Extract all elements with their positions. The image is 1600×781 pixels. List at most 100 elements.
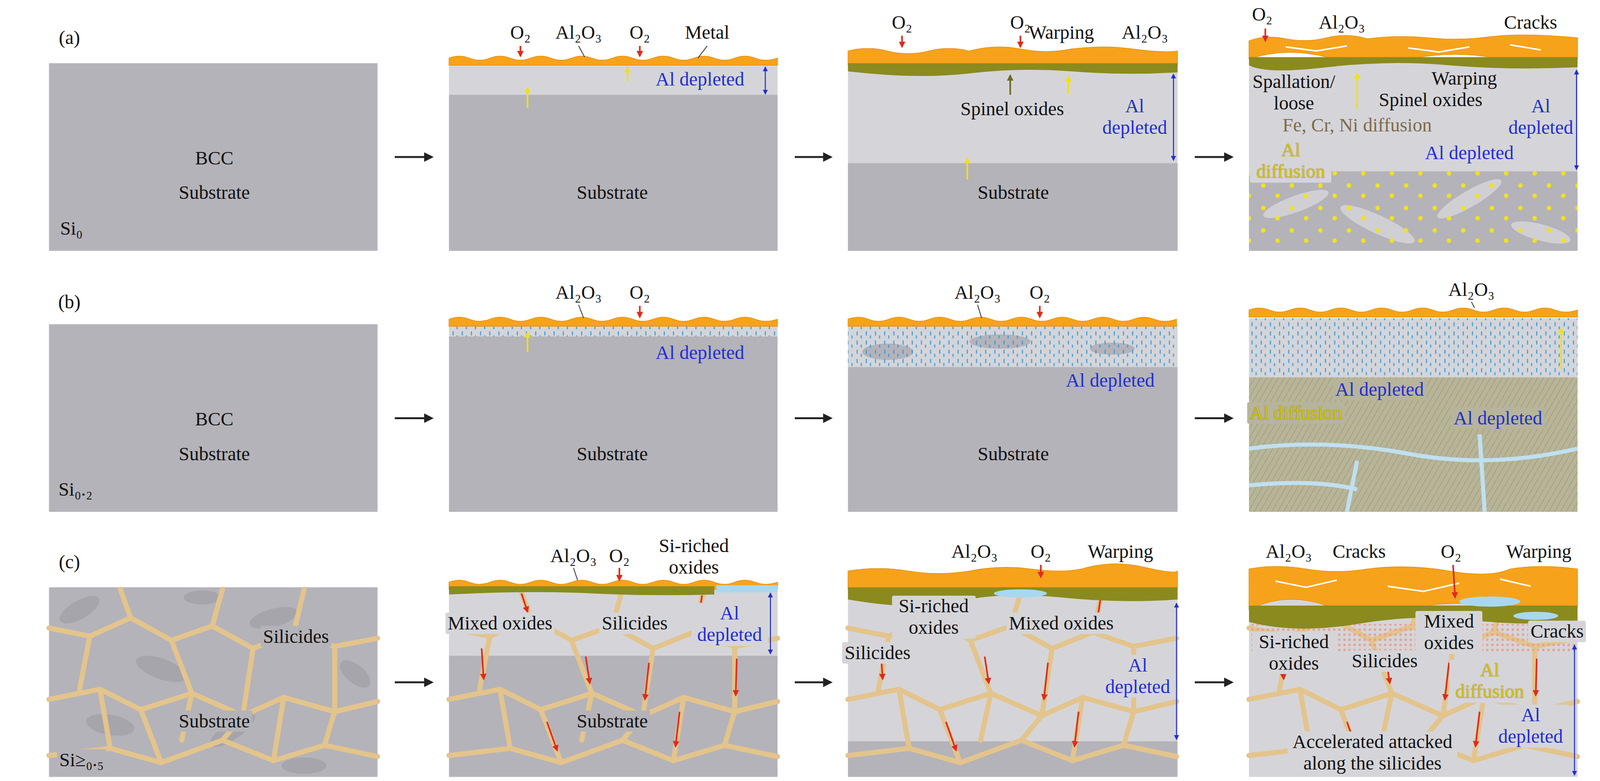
panel-b2-art-part — [638, 306, 641, 318]
panel-a4-art-part — [1249, 171, 1578, 251]
panel-a4-art-part — [1576, 70, 1578, 170]
panel-a4-art-part — [1249, 171, 1578, 251]
annotation-label: Substrate — [176, 443, 253, 465]
annotation-label: Cracks — [1528, 620, 1587, 643]
step-arrow — [1194, 417, 1232, 420]
annotation-label: O₂ — [627, 21, 653, 44]
panel-a2-art-part — [526, 87, 529, 109]
panel-a3-art-part — [1019, 35, 1021, 47]
panel-c1-art — [48, 587, 378, 778]
panel-c4-art-part — [1459, 596, 1521, 607]
annotation-label: Mixed oxides — [1006, 612, 1117, 635]
annotation-label: Al depleted — [1502, 96, 1579, 140]
panel-b4-art-part — [1249, 377, 1578, 513]
panel-letter: (b) — [55, 291, 84, 313]
annotation-label: Al₂O₃ — [1446, 279, 1498, 301]
panel-a2-art-part — [449, 94, 778, 251]
panel-b3-art-part — [847, 317, 1177, 327]
stage-panel: O₂O₂WarpingAl₂O₃Spinel oxidesAl depleted… — [847, 63, 1178, 252]
annotation-label: Warping — [1429, 67, 1500, 90]
panel-b3-art-part — [847, 324, 1178, 368]
panel-c3-art-part — [847, 587, 1178, 742]
annotation-label: Al depleted — [1096, 96, 1173, 140]
panel-c4-art-part — [1249, 587, 1578, 778]
panel-b3-art — [847, 305, 1178, 513]
panel-a2-art — [449, 45, 778, 252]
panel-a2-art-part — [698, 45, 708, 59]
annotation-label: Substrate — [176, 710, 253, 733]
annotation-label: O₂ — [1438, 541, 1464, 563]
panel-c2-art-part — [573, 568, 578, 581]
annotation-label: Silicides — [260, 625, 332, 648]
panel-b3-art-part — [847, 367, 1178, 513]
panel-b3-art-part — [977, 305, 982, 319]
panel-c1-art-part — [48, 587, 378, 778]
annotation-label: Substrate — [975, 443, 1052, 465]
annotation-label: Al diffusion — [1449, 660, 1531, 704]
panel-c3-art-part — [880, 593, 1136, 751]
annotation-label: Silicides — [599, 612, 670, 635]
annotation-label: Al₂O₃ — [553, 282, 605, 304]
panel-a1-art-part — [48, 63, 378, 252]
annotation-label: Al depleted — [691, 602, 768, 647]
panel-b1-art — [48, 324, 378, 513]
annotation-label: Cracks — [1501, 11, 1560, 34]
panel-a2-art-part — [449, 63, 778, 252]
panel-a2-art-part — [626, 67, 629, 82]
annotation-label: Metal — [682, 21, 732, 44]
step-arrow — [794, 417, 831, 420]
annotation-label: Mixed oxides — [1415, 611, 1483, 655]
annotation-label: Si≥₀.₅ — [56, 749, 107, 771]
panel-c1-art-part — [48, 589, 378, 764]
panel-a4-art — [1249, 28, 1578, 252]
panel-a3-art-part — [1067, 76, 1070, 94]
annotation-label: Fe, Cr, Ni diffusion — [1280, 114, 1435, 137]
panel-c3-art-part — [1040, 565, 1042, 578]
annotation-label: Al diffusion — [1247, 402, 1345, 425]
stage-panel: Al₂O₃O₂Al depletedSubstrate — [847, 324, 1178, 513]
panel-c4-art-part — [1513, 612, 1559, 621]
panel-letter: (a) — [56, 27, 83, 49]
annotation-label: Al depleted — [1063, 370, 1158, 392]
panel-a2-art-part — [449, 55, 778, 66]
annotation-label: O₂ — [507, 21, 534, 44]
annotation-label: Al₂O₃ — [948, 541, 1000, 563]
panel-a2-art-part — [764, 67, 766, 94]
panel-b2-art-part — [578, 305, 584, 319]
panel-c2-art — [449, 568, 778, 778]
panel-a3-art-part — [966, 158, 968, 180]
stage-panel: BCCSubstrateSi₀ — [48, 63, 378, 252]
panel-b3-art-part — [1039, 306, 1041, 318]
annotation-label: Spinel oxides — [1376, 89, 1485, 111]
annotation-label: Si₀.₂ — [55, 479, 95, 501]
annotation-label: Si-riched oxides — [891, 595, 976, 639]
panel-a3-art-part — [847, 46, 1178, 66]
annotation-label: Substrate — [574, 182, 651, 204]
panel-b4-art-part — [1560, 328, 1562, 370]
annotation-label: Substrate — [176, 182, 253, 204]
annotation-label: Al₂O₃ — [1316, 11, 1368, 34]
step-arrow — [794, 156, 831, 159]
panel-c3-art — [847, 564, 1178, 778]
annotation-label: Al depleted — [1492, 705, 1569, 749]
panel-b3-art-part — [847, 324, 1178, 368]
annotation-label: Warping — [1026, 21, 1097, 44]
panel-b1-art-part — [48, 324, 378, 513]
annotation-label: Al diffusion — [1249, 139, 1332, 183]
panel-a1-art — [48, 63, 378, 252]
panel-c4-art — [1249, 565, 1578, 778]
panel-b2-art-part — [449, 317, 778, 327]
annotation-label: Silicides — [842, 642, 913, 664]
annotation-label: BCC — [192, 408, 236, 431]
panel-b2-art-part — [526, 332, 529, 352]
stage-panel: Al₂O₃Al depletedAl diffusionAl depleted — [1249, 324, 1578, 513]
panel-c3-art-part — [847, 589, 1177, 764]
annotation-label: O₂ — [1249, 3, 1275, 25]
panel-b4-art-part — [1249, 307, 1578, 318]
panel-b4-art-part — [1249, 377, 1578, 513]
panel-c3-art-part — [847, 564, 1178, 590]
annotation-label: Substrate — [574, 710, 651, 733]
panel-a2-art-part — [638, 45, 641, 56]
panel-b4-art-part — [1249, 318, 1578, 378]
panel-c4-art-part — [1275, 579, 1531, 592]
